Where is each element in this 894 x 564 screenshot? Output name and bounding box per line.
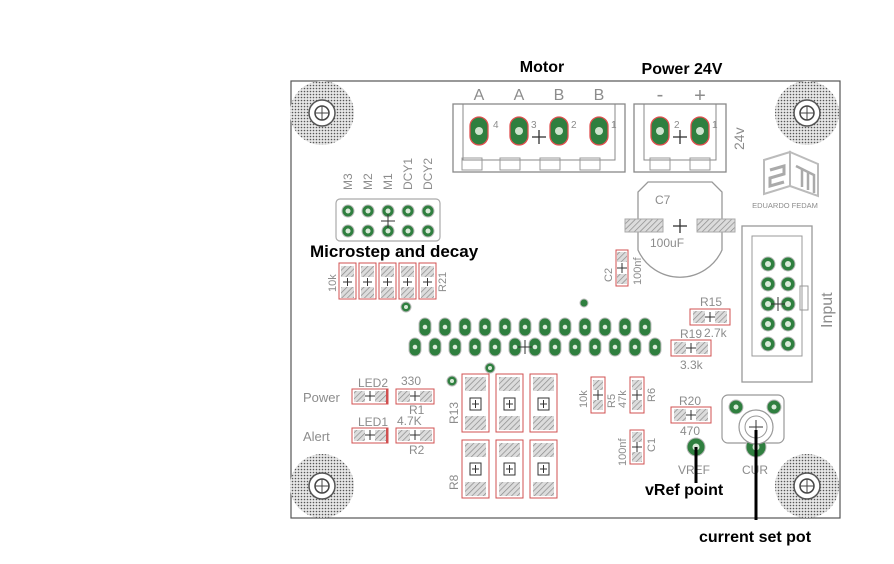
r1-ref: R1 [409,403,425,417]
mounting-hole-top-right [775,81,839,145]
resistor-r19: R19 3.3k [670,327,712,372]
r1-footprint [395,388,435,405]
vref-pad-label: VREF [678,463,710,477]
power-pin-1-pad [690,116,710,146]
c2-ref: C2 [603,268,615,282]
motor-pin-number-3: 3 [531,120,537,131]
r19-value: 3.3k [680,358,704,372]
input-header: Input [741,225,836,383]
power-voltage-label: 24v [731,127,747,150]
c2-value: 100nf [632,257,644,285]
motor-pin-number-4: 4 [493,120,499,131]
power-minus-label: - [657,84,664,106]
resistor-r15: R15 2.7k [689,295,731,340]
r15-ref: R15 [700,295,722,309]
driver-module-header [408,317,662,357]
motor-pin-number-2: 2 [571,120,577,131]
capacitor-c7: C7 100uF [624,181,736,278]
power-led-label: Power [303,390,341,405]
motor-pin-b2-label: B [594,87,605,104]
r5-value: 10k [578,390,590,408]
c1-ref: C1 [646,438,658,452]
jumper-label-dcy1: DCY1 [401,158,415,190]
sense-resistor-top-mid [495,373,524,433]
motor-connector: A A B B 4 3 2 1 [452,87,626,173]
capacitor-c1: 100nf C1 [617,429,658,466]
led2-footprint [351,388,389,405]
resistor-r20: R20 470 [670,394,712,438]
jumper-label-m2: M2 [361,173,375,190]
r1-value: 330 [401,374,421,388]
capacitor-c2: C2 100nf [603,249,644,287]
motor-pin-a1-label: A [474,87,485,104]
led2-ref: LED2 [358,376,388,390]
c7-value: 100uF [650,236,684,250]
r19-ref: R19 [680,327,702,341]
microstep-jumpers: M3 M2 M1 DCY1 DCY2 [335,158,441,242]
logo-caption: EDUARDO FEDAM [752,201,818,210]
r20-ref: R20 [679,394,701,408]
resistor-array: 10k R21 [327,262,449,300]
resistor-r6: 47k R6 [617,376,658,414]
r15-value: 2.7k [704,326,728,340]
r2-value: 4.7K [397,414,422,428]
led1-ref: LED1 [358,415,388,429]
r5-ref: R5 [606,394,618,408]
motor-pin-a2-label: A [514,87,525,104]
motor-pin-2-pad [549,116,569,146]
power-pin-number-2: 2 [674,120,680,131]
led-section: Power Alert LED2 LED1 330 R1 4.7K R2 [303,374,435,457]
r6-value: 47k [617,390,629,408]
power-plus-label: + [694,85,706,107]
jumper-label-m3: M3 [341,173,355,190]
sense-resistor-bottom-right [529,439,558,499]
r6-ref: R6 [646,388,658,402]
sense-resistor-top-left [461,373,490,433]
mounting-hole-bottom-left [290,454,354,518]
power-pin-number-1: 1 [712,120,718,131]
current-set-pot: CUR [721,394,785,477]
r20-value: 470 [680,424,700,438]
motor-pin-3-pad [509,116,529,146]
mounting-hole-top-left [290,81,354,145]
power-pin-2-pad [650,116,670,146]
sense-resistor-grid: R13 R8 [447,373,558,499]
jumper-label-m1: M1 [381,173,395,190]
sense-resistor-bottom-mid [495,439,524,499]
r2-footprint [395,427,435,444]
led1-footprint [351,427,389,444]
motor-pin-b1-label: B [554,87,565,104]
alert-led-label: Alert [303,429,330,444]
resistor-array-value: 10k [327,274,339,292]
r2-ref: R2 [409,443,425,457]
motor-pin-4-pad [469,116,489,146]
motor-pin-1-pad [589,116,609,146]
power-connector: - + 2 1 24v [633,84,747,173]
input-label: Input [819,292,836,328]
vref-point-annotation: vRef point [645,482,724,499]
r8-ref: R8 [447,474,461,490]
microstep-heading: Microstep and decay [310,242,479,261]
motor-pin-number-1: 1 [611,120,617,131]
sense-resistor-bottom-left [461,439,490,499]
designer-logo: EDUARDO FEDAM [752,150,819,210]
mounting-hole-bottom-right [775,454,839,518]
resistor-r5: 10k R5 [578,376,618,414]
c1-value: 100nf [617,438,629,466]
motor-heading: Motor [520,59,564,76]
resistor-array-ref: R21 [437,272,449,292]
sense-resistor-top-right [529,373,558,433]
r13-ref: R13 [447,402,461,424]
power-heading: Power 24V [642,61,723,78]
jumper-label-dcy2: DCY2 [421,158,435,190]
c7-ref: C7 [655,193,671,207]
current-pot-annotation: current set pot [699,529,812,546]
